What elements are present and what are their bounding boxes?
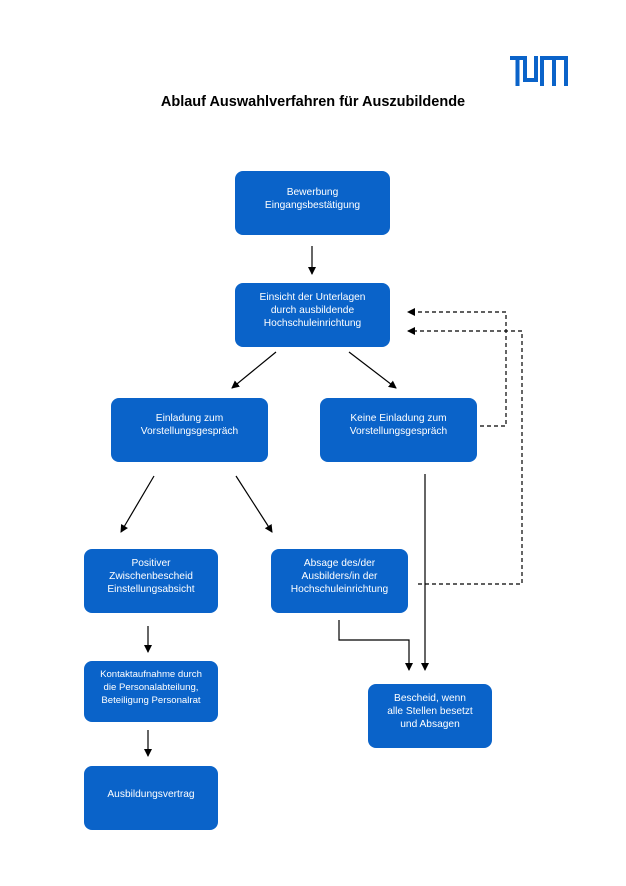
node-bewerbung-line2: Eingangsbestätigung [264, 200, 361, 211]
node-absage-line1: Absage des/der [303, 558, 376, 569]
tum-logo [510, 56, 568, 86]
node-positiver-line1: Positiver [131, 558, 171, 569]
node-kontakt-line1: Kontaktaufnahme durch [100, 669, 202, 680]
arrow-einsicht-keine [348, 351, 397, 389]
node-bescheid-line1: Bescheid, wenn [394, 693, 466, 704]
arrow-einsicht-einladung [231, 351, 277, 389]
arrow-einladung-absage [235, 475, 273, 533]
node-bewerbung: Bewerbung Eingangsbestätigung [235, 171, 390, 235]
node-einsicht-line2: durch ausbildende [270, 305, 355, 316]
node-kontakt-line2: die Personalabteilung, [103, 682, 199, 693]
node-absage: Absage des/der Ausbilders/in der Hochsch… [271, 549, 408, 613]
node-einladung: Einladung zum Vorstellungsgespräch [111, 398, 268, 462]
node-einsicht-line1: Einsicht der Unterlagen [259, 292, 366, 303]
arrow-einladung-positiver [120, 475, 155, 533]
node-positiver-line3: Einstellungsabsicht [107, 584, 195, 595]
node-einsicht-line3: Hochschuleinrichtung [263, 318, 362, 329]
node-bescheid-line2: alle Stellen besetzt [387, 706, 473, 717]
node-bescheid: Bescheid, wenn alle Stellen besetzt und … [368, 684, 492, 748]
page-title: Ablauf Auswahlverfahren für Auszubildend… [160, 94, 466, 110]
node-bewerbung-line1: Bewerbung [286, 187, 339, 198]
node-kontakt-line3: Beteiligung Personalrat [101, 695, 201, 706]
node-positiver-line2: Zwischenbescheid [109, 571, 193, 582]
node-keine-einladung-line1: Keine Einladung zum [350, 413, 447, 424]
node-keine-einladung-line2: Vorstellungsgespräch [349, 426, 448, 437]
node-kontakt: Kontaktaufnahme durch die Personalabteil… [84, 661, 218, 722]
node-absage-line3: Hochschuleinrichtung [290, 584, 389, 595]
dashed-absage-einsicht [407, 327, 523, 585]
node-absage-line2: Ausbilders/in der [301, 571, 378, 582]
node-einsicht: Einsicht der Unterlagen durch ausbildend… [235, 283, 390, 347]
node-vertrag: Ausbildungsvertrag [84, 766, 218, 830]
node-bescheid-line3: und Absagen [400, 719, 460, 730]
dashed-keine-einsicht [407, 308, 507, 427]
arrow-absage-bescheid [338, 620, 413, 671]
node-positiver: Positiver Zwischenbescheid Einstellungsa… [84, 549, 218, 613]
node-keine-einladung: Keine Einladung zum Vorstellungsgespräch [320, 398, 477, 462]
node-vertrag-line1: Ausbildungsvertrag [107, 789, 195, 800]
node-einladung-line2: Vorstellungsgespräch [140, 426, 239, 437]
node-einladung-line1: Einladung zum [155, 413, 224, 424]
